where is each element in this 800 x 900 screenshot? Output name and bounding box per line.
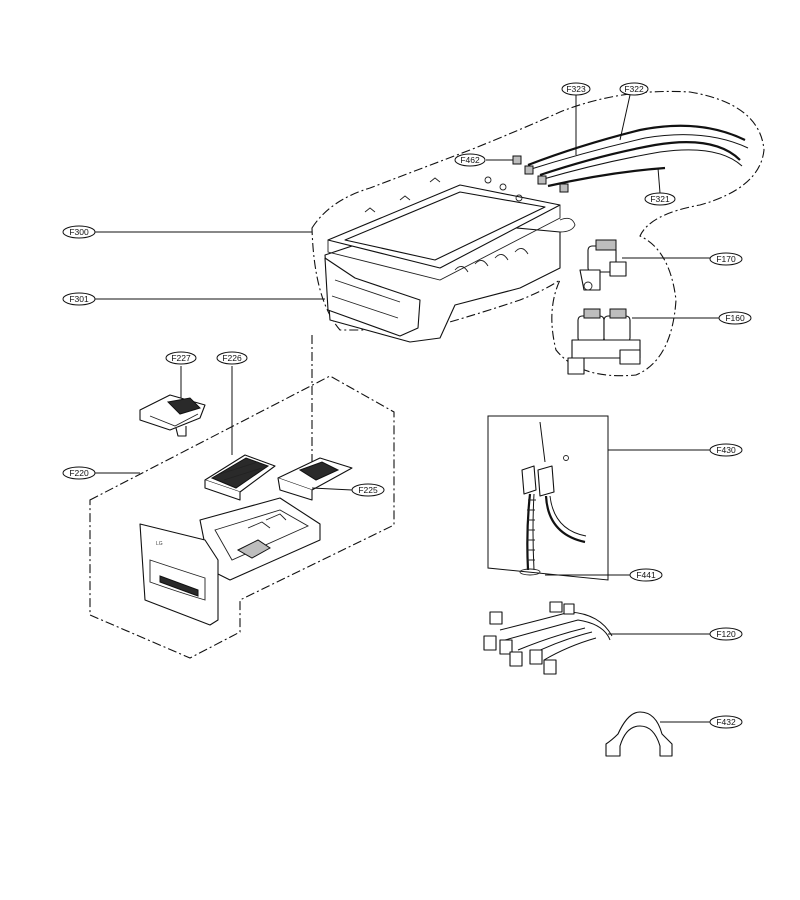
callout-label: F322 bbox=[624, 84, 644, 94]
callout-f301: F301 bbox=[62, 292, 96, 306]
callout-f462: F462 bbox=[454, 153, 486, 167]
callout-f430: F430 bbox=[709, 443, 743, 457]
wire-harness bbox=[483, 601, 613, 675]
callout-f300: F300 bbox=[62, 225, 96, 239]
callout-f225: F225 bbox=[351, 483, 385, 497]
dispenser-housing bbox=[324, 176, 576, 343]
callout-f170: F170 bbox=[709, 252, 743, 266]
callout-f322: F322 bbox=[619, 82, 649, 96]
callout-label: F462 bbox=[460, 155, 480, 165]
callout-label: F321 bbox=[650, 194, 670, 204]
callout-label: F160 bbox=[725, 313, 745, 323]
leader-lines bbox=[95, 94, 720, 723]
callout-f227: F227 bbox=[165, 351, 197, 365]
svg-text:LG: LG bbox=[156, 541, 163, 547]
callout-f220: F220 bbox=[62, 466, 96, 480]
callout-label: F430 bbox=[716, 445, 736, 455]
callout-f432: F432 bbox=[709, 715, 743, 729]
softener-cap bbox=[139, 394, 206, 437]
callout-label: F120 bbox=[716, 629, 736, 639]
callout-f321: F321 bbox=[644, 192, 676, 206]
callout-label: F225 bbox=[358, 485, 378, 495]
hose-clip bbox=[605, 711, 673, 757]
hose-group-box bbox=[487, 415, 609, 581]
inlet-hoses bbox=[512, 124, 749, 193]
drain-hose-assembly bbox=[519, 421, 587, 576]
callout-f120: F120 bbox=[709, 627, 743, 641]
callout-label: F432 bbox=[716, 717, 736, 727]
callout-label: F220 bbox=[69, 468, 89, 478]
drawer-group-outline bbox=[89, 375, 395, 659]
inlet-valve-double bbox=[567, 308, 641, 375]
hose-clamps bbox=[512, 155, 569, 193]
callout-f441: F441 bbox=[629, 568, 663, 582]
inlet-valve-single bbox=[579, 239, 627, 291]
callout-label: F170 bbox=[716, 254, 736, 264]
callout-label: F300 bbox=[69, 227, 89, 237]
callout-label: F226 bbox=[222, 353, 242, 363]
callout-f226: F226 bbox=[216, 351, 248, 365]
callout-f160: F160 bbox=[718, 311, 752, 325]
detergent-insert bbox=[204, 454, 276, 501]
bleach-cap bbox=[277, 457, 353, 501]
housing-group-outline bbox=[311, 90, 765, 377]
callout-label: F227 bbox=[171, 353, 191, 363]
callout-f323: F323 bbox=[561, 82, 591, 96]
callout-label: F301 bbox=[69, 294, 89, 304]
callout-label: F323 bbox=[566, 84, 586, 94]
dispenser-drawer: LG bbox=[139, 497, 321, 626]
callout-label: F441 bbox=[636, 570, 656, 580]
